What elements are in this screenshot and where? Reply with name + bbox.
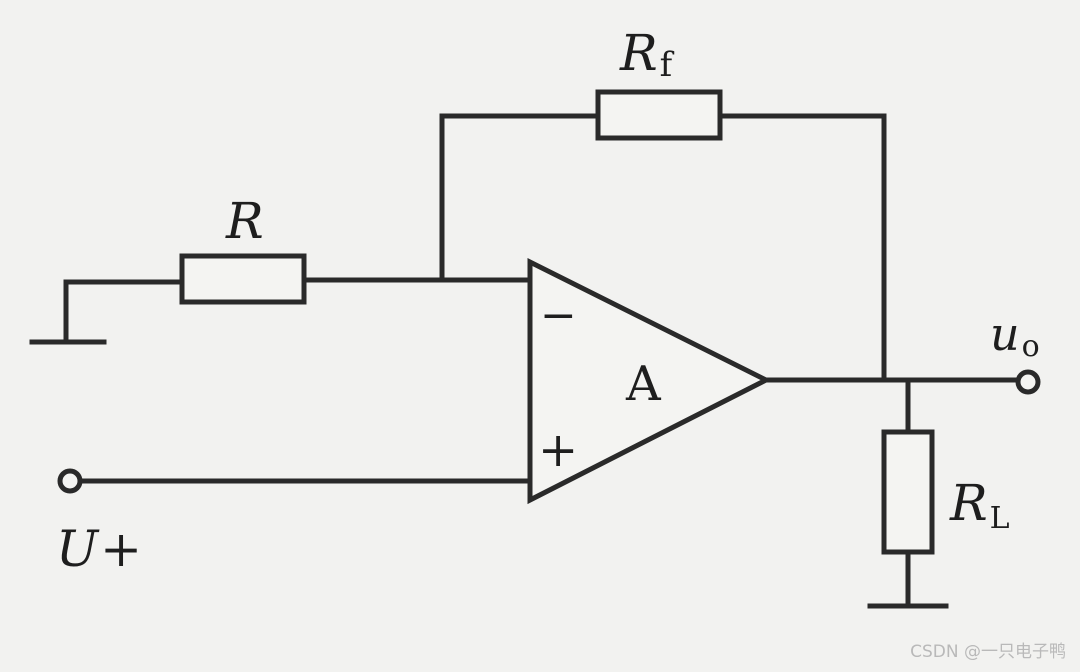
label-noninverting-input: + <box>538 422 578 478</box>
label-r: R <box>225 192 264 250</box>
output-branch <box>763 369 1041 395</box>
output-terminal[interactable] <box>1015 369 1041 395</box>
load-resistor <box>881 429 935 555</box>
label-output: uo <box>990 307 1040 364</box>
label-rl: RL <box>949 474 1010 536</box>
label-opamp: A <box>625 356 662 412</box>
input-terminal[interactable] <box>57 468 83 494</box>
load-branch <box>867 377 949 609</box>
feedback-wire <box>439 113 887 383</box>
input-resistor <box>179 253 307 305</box>
label-input: U+ <box>56 520 142 578</box>
label-rf: Rf <box>619 24 675 85</box>
label-inverting-input: − <box>540 290 577 341</box>
input-resistor-branch <box>29 253 533 345</box>
feedback-resistor <box>595 89 723 141</box>
noninverting-input-branch <box>57 468 533 494</box>
watermark-text: CSDN @一只电子鸭 <box>910 642 1066 662</box>
opamp-triangle <box>527 257 772 505</box>
